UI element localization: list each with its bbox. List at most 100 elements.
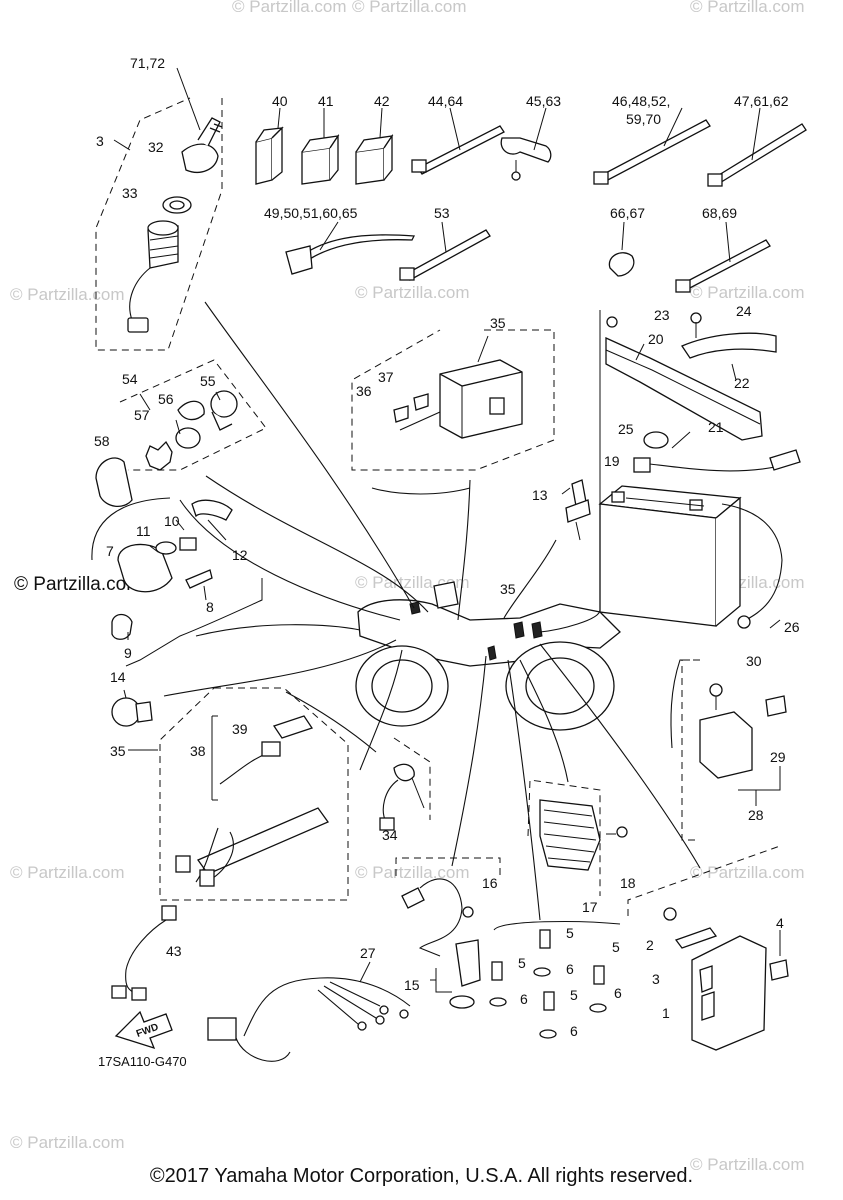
label-66-67: 66,67 (610, 205, 645, 221)
label-29: 29 (770, 749, 786, 765)
label-4: 4 (776, 915, 784, 931)
label-41: 41 (318, 93, 334, 109)
label-44-64: 44,64 (428, 93, 463, 109)
label-49-50-51-60-65: 49,50,51,60,65 (264, 205, 358, 221)
watermark: © Partzilla.com (355, 283, 470, 302)
label-32: 32 (148, 139, 164, 155)
label-5: 5 (570, 987, 578, 1003)
label-18: 18 (620, 875, 636, 891)
cdi-unit-group (627, 845, 789, 1051)
label-40: 40 (272, 93, 288, 109)
label-59-70: 59,70 (626, 111, 661, 127)
starter-relay-group (681, 659, 787, 841)
watermark: © Partzilla.com (10, 1133, 125, 1152)
accessory-outlet-group (95, 359, 267, 507)
label-71-72: 71,72 (130, 55, 165, 71)
label-11: 11 (136, 523, 151, 539)
atv-vehicle (355, 581, 621, 731)
label-13: 13 (532, 487, 548, 503)
speed-sensor-group (395, 857, 501, 1009)
watermark: © Partzilla.com (690, 283, 805, 302)
label-1: 1 (662, 1005, 670, 1021)
label-6: 6 (566, 961, 574, 977)
label-39: 39 (232, 721, 248, 737)
label-6: 6 (570, 1023, 578, 1039)
label-58: 58 (94, 433, 110, 449)
bolts-washers (489, 921, 621, 1039)
label-9: 9 (124, 645, 132, 661)
label-21: 21 (708, 419, 724, 435)
label-56: 56 (158, 391, 174, 407)
battery-bracket-group (599, 310, 777, 610)
label-33: 33 (122, 185, 138, 201)
label-36: 36 (356, 383, 372, 399)
main-switch-group (95, 67, 223, 351)
label-43: 43 (166, 943, 182, 959)
label-37: 37 (378, 369, 394, 385)
label-14: 14 (110, 669, 126, 685)
copyright-notice: ©2017 Yamaha Motor Corporation, U.S.A. A… (149, 1165, 694, 1187)
label-15: 15 (404, 977, 420, 993)
rectifier-group (527, 779, 628, 896)
leader-wires (163, 301, 701, 921)
label-3: 3 (96, 133, 104, 149)
label-25: 25 (618, 421, 634, 437)
harness-group (128, 687, 349, 901)
label-19: 19 (604, 453, 620, 469)
part-labels: 71,72 3 32 33 40 41 42 44,64 45,63 46,48… (94, 55, 800, 1069)
label-6: 6 (520, 991, 528, 1007)
watermark: © Partzilla.com (232, 0, 347, 16)
label-53: 53 (434, 205, 450, 221)
label-16: 16 (482, 875, 498, 891)
label-34: 34 (382, 827, 398, 843)
label-22: 22 (734, 375, 750, 391)
label-10: 10 (164, 513, 180, 529)
watermark: © Partzilla.com (690, 1155, 805, 1174)
label-35-mid: 35 (500, 581, 516, 597)
label-24: 24 (736, 303, 752, 319)
label-6: 6 (614, 985, 622, 1001)
subharness-43 (111, 905, 177, 1001)
sensor-34 (379, 737, 431, 831)
label-68-69: 68,69 (702, 205, 737, 221)
label-2: 2 (646, 937, 654, 953)
label-7: 7 (106, 543, 114, 559)
watermark: © Partzilla.com (352, 0, 467, 16)
watermark: © Partzilla.com (355, 863, 470, 882)
watermark-main: © Partzilla.com (14, 574, 142, 595)
connectors-top (255, 107, 394, 185)
watermark: © Partzilla.com (10, 863, 125, 882)
label-42: 42 (374, 93, 390, 109)
label-23: 23 (654, 307, 670, 323)
label-35: 35 (490, 315, 506, 331)
diagram-code: 17SA110-G470 (98, 1054, 187, 1069)
label-20: 20 (648, 331, 664, 347)
battery-group (598, 431, 801, 629)
label-47-61-62: 47,61,62 (734, 93, 789, 109)
label-45-63: 45,63 (526, 93, 561, 109)
label-5: 5 (566, 925, 574, 941)
label-8: 8 (206, 599, 214, 615)
label-57: 57 (134, 407, 150, 423)
label-28: 28 (748, 807, 764, 823)
temp-sender (111, 689, 153, 727)
label-46-48-52: 46,48,52, (612, 93, 670, 109)
label-5: 5 (612, 939, 620, 955)
watermarks: © Partzilla.com © Partzilla.com © Partzi… (10, 0, 805, 1174)
label-55: 55 (200, 373, 216, 389)
label-5: 5 (518, 955, 526, 971)
label-35-left: 35 (110, 743, 126, 759)
label-26: 26 (784, 619, 800, 635)
label-54: 54 (122, 371, 138, 387)
label-3-cdi: 3 (652, 971, 660, 987)
label-38: 38 (190, 743, 206, 759)
harness-27 (207, 961, 411, 1062)
cable-bands (285, 107, 807, 293)
spark-plug (561, 479, 591, 541)
label-27: 27 (360, 945, 376, 961)
label-12: 12 (232, 547, 248, 563)
watermark: © Partzilla.com (690, 863, 805, 882)
sensor-group-left (91, 497, 263, 667)
watermark: © Partzilla.com (10, 285, 125, 304)
